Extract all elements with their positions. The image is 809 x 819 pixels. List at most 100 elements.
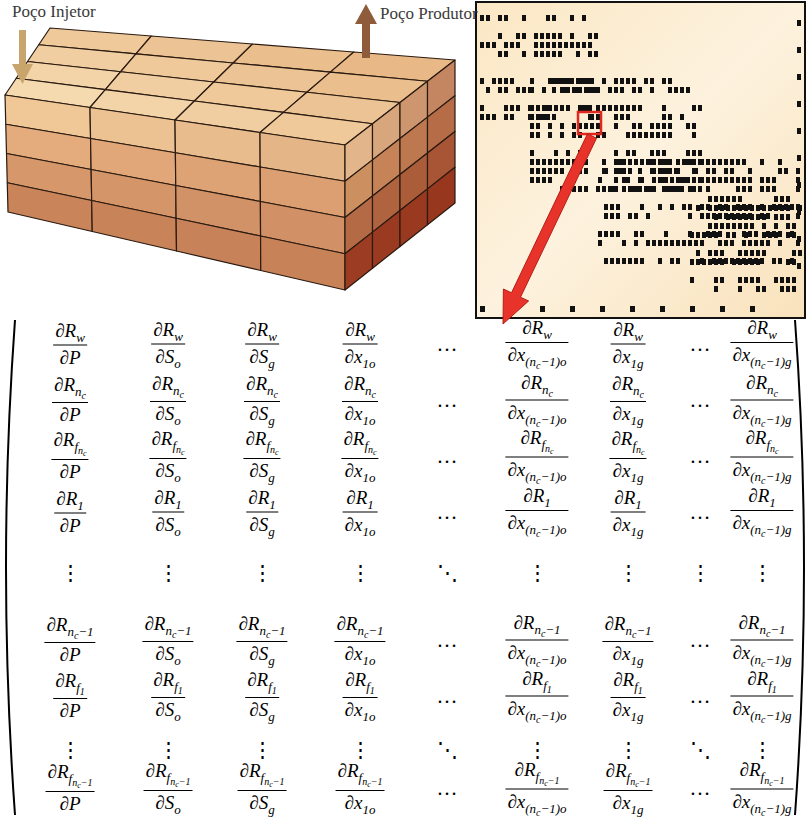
- nonzero-mark: [664, 168, 668, 174]
- nonzero-mark: [626, 150, 630, 156]
- partial-derivative: ∂Rw∂x1o: [343, 319, 378, 370]
- denominator: ∂x(nc−1)g: [730, 791, 793, 818]
- nonzero-mark: [634, 186, 638, 192]
- numerator: ∂Rw: [611, 319, 646, 343]
- nonzero-mark: [504, 87, 508, 93]
- numerator: ∂Rw: [730, 317, 793, 341]
- nonzero-mark: [604, 258, 608, 264]
- ellipsis: …: [437, 332, 458, 356]
- ellipsis-cell: ⋮: [752, 561, 773, 585]
- fraction-bar: [602, 641, 653, 642]
- ellipsis-cell: ⋮: [60, 561, 81, 585]
- nonzero-mark: [664, 231, 668, 237]
- nonzero-mark: [732, 223, 736, 229]
- nonzero-mark: [530, 132, 534, 138]
- nonzero-mark: [720, 196, 724, 202]
- nonzero-mark: [668, 78, 672, 84]
- nonzero-mark: [608, 105, 612, 111]
- numerator: ∂Rfnc−1: [336, 760, 385, 789]
- nonzero-mark: [786, 214, 790, 220]
- nonzero-mark: [676, 168, 680, 174]
- nonzero-mark: [620, 78, 624, 84]
- grid-cell: [373, 211, 401, 269]
- nonzero-mark: [480, 78, 484, 84]
- nonzero-mark: [656, 123, 660, 129]
- nonzero-mark: [700, 240, 704, 246]
- nonzero-mark: [726, 205, 730, 211]
- nonzero-mark: [486, 42, 490, 48]
- fraction-bar: [730, 342, 793, 343]
- nonzero-mark: [542, 168, 546, 174]
- numerator: ∂Rfnc: [609, 428, 646, 457]
- nonzero-mark: [738, 205, 742, 211]
- nonzero-mark: [676, 258, 680, 264]
- denominator: ∂x1o: [341, 460, 378, 484]
- fraction: ∂Rfnc−1∂P: [46, 761, 95, 815]
- nonzero-mark: [614, 186, 618, 192]
- nonzero-mark: [546, 42, 550, 48]
- nonzero-mark: [744, 250, 748, 256]
- denominator: ∂So: [142, 643, 193, 667]
- numerator: ∂Rfnc−1: [604, 760, 653, 789]
- nonzero-mark: [792, 259, 796, 265]
- nonzero-mark: [566, 78, 570, 84]
- ellipsis-cell: ⋱: [437, 561, 458, 585]
- nonzero-mark: [714, 232, 718, 238]
- nonzero-mark: [480, 105, 484, 111]
- nonzero-mark: [680, 186, 684, 192]
- denominator: ∂Sg: [245, 346, 279, 370]
- ellipsis-cell: …: [437, 388, 458, 412]
- nonzero-mark: [692, 132, 696, 138]
- nonzero-mark: [658, 204, 662, 210]
- ellipsis: …: [690, 776, 711, 800]
- numerator: ∂R1: [343, 487, 378, 511]
- nonzero-mark: [658, 159, 662, 165]
- nonzero-mark: [588, 51, 592, 57]
- nonzero-mark: [732, 232, 736, 238]
- nonzero-mark: [644, 78, 648, 84]
- ellipsis-cell: ⋮: [350, 738, 371, 762]
- nonzero-mark: [756, 286, 760, 292]
- denominator: ∂x1o: [342, 403, 378, 427]
- nonzero-mark: [690, 232, 694, 238]
- nonzero-mark: [718, 177, 722, 183]
- nonzero-mark: [522, 51, 526, 57]
- nonzero-mark: [797, 236, 801, 242]
- fraction: ∂Rf1∂P: [53, 670, 87, 722]
- arrow-head: [12, 64, 33, 84]
- well-label-box: Poço Produtor: [380, 4, 478, 24]
- partial-derivative: ∂Rw∂x(nc−1)o: [505, 317, 568, 371]
- nonzero-mark: [626, 177, 630, 183]
- denominator: ∂P: [51, 461, 88, 483]
- highlight-square: [578, 112, 601, 134]
- denominator: ∂x1g: [604, 792, 653, 816]
- nonzero-mark: [614, 123, 618, 129]
- nonzero-mark: [640, 204, 644, 210]
- nonzero-mark: [604, 168, 608, 174]
- nonzero-mark: [754, 231, 758, 237]
- nonzero-mark: [480, 114, 484, 120]
- nonzero-mark: [732, 205, 736, 211]
- fraction: ∂Rfnc−1∂x1o: [336, 760, 385, 816]
- nonzero-mark: [708, 232, 712, 238]
- nonzero-mark: [662, 78, 666, 84]
- nonzero-mark: [792, 223, 796, 229]
- nonzero-mark: [744, 214, 748, 220]
- nonzero-mark: [682, 240, 686, 246]
- nonzero-mark: [560, 159, 564, 165]
- nonzero-mark: [732, 196, 736, 202]
- nonzero-mark: [786, 196, 790, 202]
- denominator: ∂x(nc−1)g: [730, 698, 793, 725]
- nonzero-mark: [548, 177, 552, 183]
- nonzero-mark: [590, 114, 594, 120]
- nonzero-mark: [748, 177, 752, 183]
- nonzero-mark: [622, 168, 626, 174]
- fraction: ∂Rfnc∂Sg: [243, 428, 280, 484]
- nonzero-mark: [736, 159, 740, 165]
- nonzero-mark: [504, 51, 508, 57]
- nonzero-mark: [786, 232, 790, 238]
- nonzero-mark: [614, 177, 618, 183]
- fraction-bar: [505, 789, 568, 790]
- nonzero-mark: [658, 258, 662, 264]
- fraction: ∂Rnc−1∂x1g: [602, 613, 653, 667]
